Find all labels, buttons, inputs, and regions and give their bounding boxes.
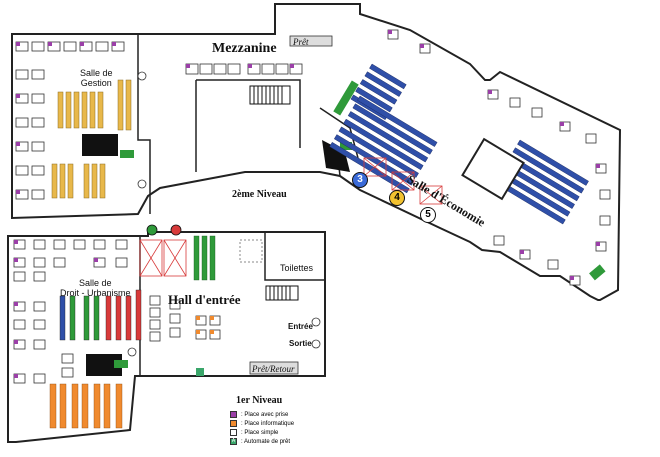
exit-sign-economie (589, 264, 606, 281)
kiosk-hall-2 (170, 224, 182, 236)
legend-label: : Place informatique (241, 420, 295, 427)
kiosk-hall-1 (146, 224, 158, 236)
legend-item: A : Automate de prêt (230, 437, 294, 446)
legend-item: : Place avec prise (230, 410, 294, 419)
zone-number-4: 4 (389, 190, 405, 206)
legend-item: : Place informatique (230, 419, 294, 428)
legend-swatch-simple (230, 429, 237, 436)
pret-desk-label: Prêt (293, 37, 309, 47)
economie-displays (363, 157, 443, 205)
service-block-gestion (82, 134, 118, 156)
stairs-mezzanine (249, 85, 291, 105)
room-label-droit: Salle de Droit - Urbanisme (60, 278, 131, 298)
legend-item: : Place simple (230, 428, 294, 437)
room-label-line: Salle de (80, 68, 113, 78)
legend-swatch-outlet (230, 411, 237, 418)
room-label-hall: Hall d'entrée (168, 292, 241, 307)
room-label-gestion: Salle de Gestion (80, 68, 113, 88)
pret-retour-desk (249, 361, 299, 375)
zone-number-3: 3 (352, 172, 368, 188)
upper-level-wall (11, 3, 622, 301)
economie-shelves (329, 63, 589, 225)
pret-retour-label: Prêt/Retour (252, 364, 295, 374)
service-block-droit (86, 354, 122, 376)
gestion-shelves (51, 79, 132, 199)
zone-number-5: 5 (420, 207, 436, 223)
pret-desk-top (289, 35, 333, 47)
floor-title-mezzanine: Mezzanine (212, 41, 277, 56)
service-block (322, 140, 350, 172)
exit-sign-droit (114, 360, 128, 368)
stairs-hall (265, 285, 299, 301)
legend-swatch-kiosk: A (230, 438, 237, 445)
legend-label: : Place avec prise (241, 411, 289, 418)
legend-label: : Automate de prêt (241, 438, 291, 445)
hall-display-crosses (139, 239, 187, 277)
floor-title-level1: 1er Niveau (236, 395, 283, 406)
exit-sign-gestion (120, 150, 134, 158)
economie-seats (387, 29, 611, 286)
hall-green-shelves (193, 235, 216, 281)
gestion-outlet-seats (16, 42, 116, 194)
hall-seats (149, 295, 221, 342)
floor-title-level2: 2ème Niveau (232, 189, 287, 200)
exit-label: Sortie (289, 339, 312, 348)
mezzanine-tables (185, 63, 303, 75)
room-label-line: Gestion (80, 78, 112, 88)
droit-shelves (59, 289, 142, 341)
lower-level-wall (7, 231, 326, 443)
gestion-seats (15, 41, 125, 200)
room-label-line: Droit - Urbanisme (60, 288, 131, 298)
room-label-toilettes: Toilettes (280, 263, 314, 273)
entrance-label: Entrée (288, 322, 313, 331)
droit-seats (13, 239, 128, 384)
security-gates (127, 71, 321, 357)
kiosk (196, 368, 204, 376)
legend-label: : Place simple (241, 429, 279, 436)
droit-computer-rows (49, 383, 123, 429)
legend: : Place avec prise : Place informatique … (230, 410, 294, 446)
room-label-line: Salle de (78, 278, 112, 288)
economie-table (461, 137, 525, 201)
legend-swatch-computer (230, 420, 237, 427)
